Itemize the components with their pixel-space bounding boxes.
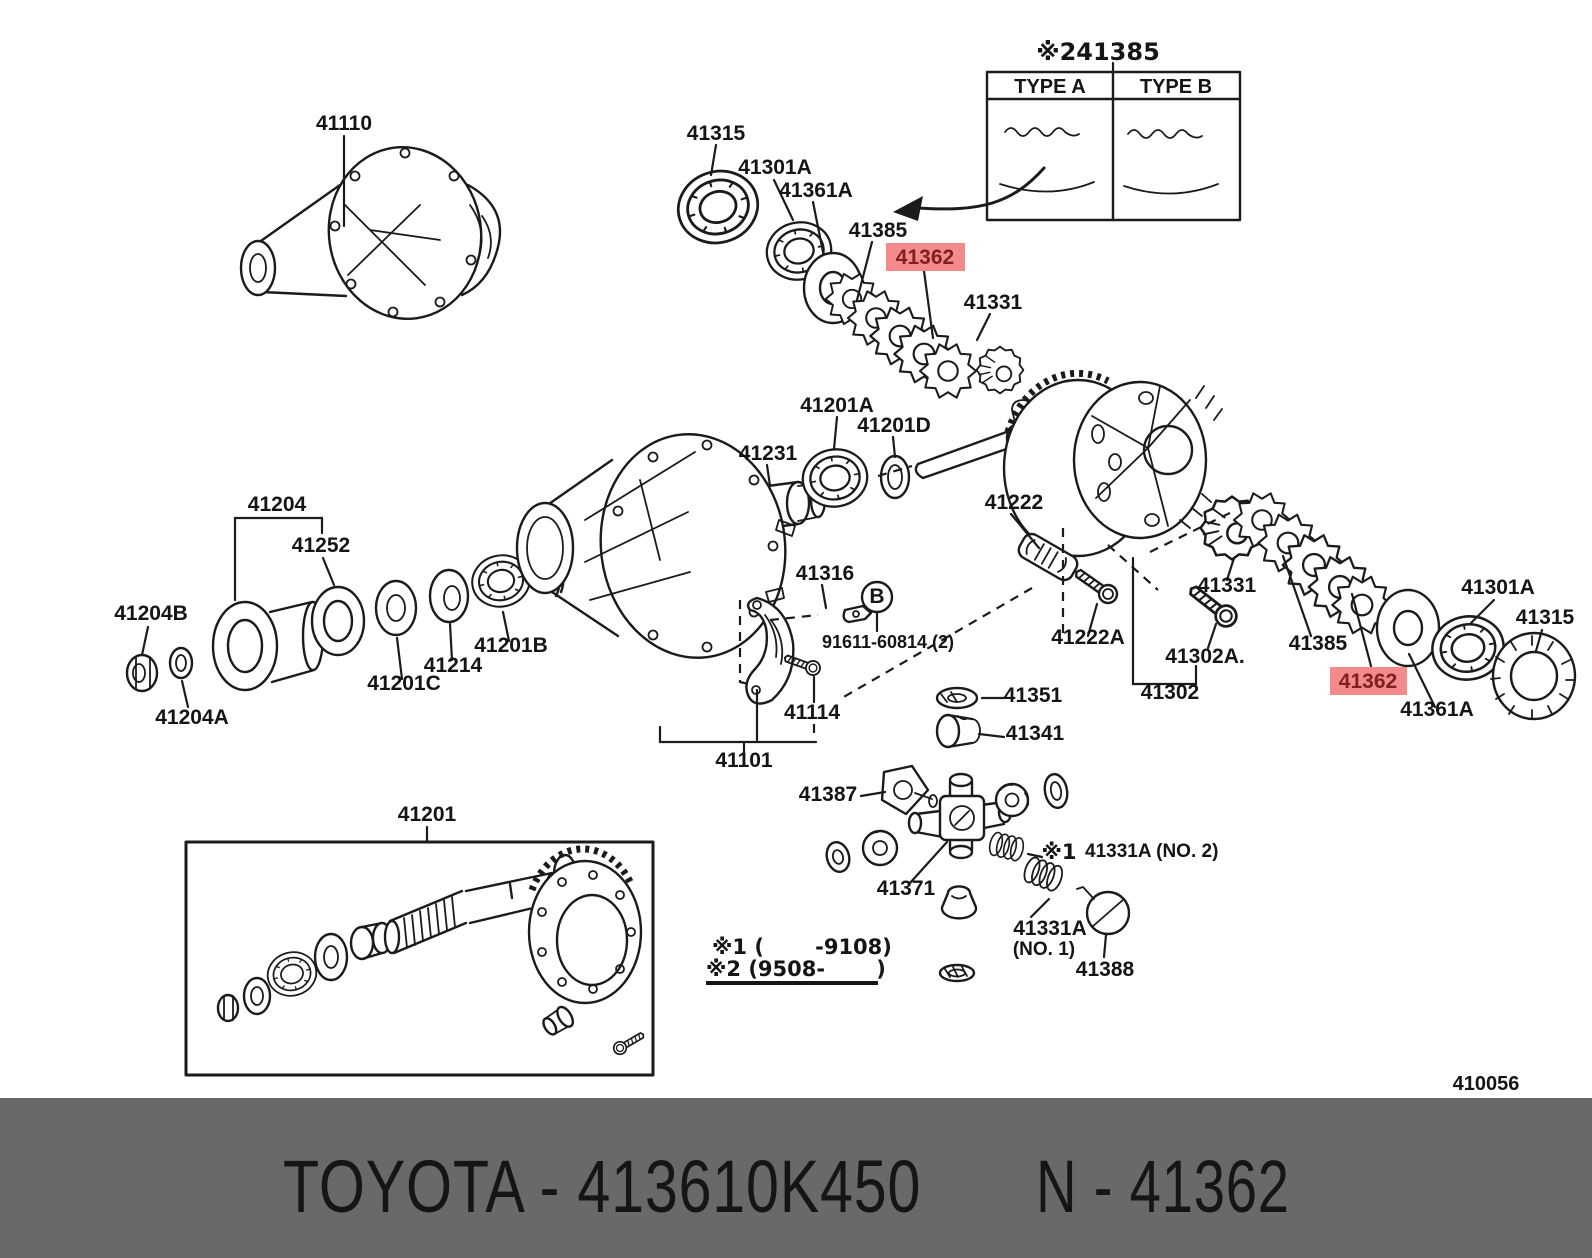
table-col-type-a: TYPE A <box>1014 76 1086 98</box>
note-line-2: ※2 (9508- ) <box>706 957 886 981</box>
pinion-kit-box-drawing <box>184 840 655 1077</box>
label-41201d: 41201D <box>857 414 931 437</box>
label-41351: 41351 <box>1004 684 1063 707</box>
label-41301a-top: 41301A <box>738 156 812 179</box>
label-41222: 41222 <box>985 491 1043 514</box>
note-line-1: ※1 ( -9108) <box>712 935 892 959</box>
label-41201: 41201 <box>398 803 457 826</box>
label-41331a-no2: 41331A (NO. 2) <box>1085 841 1218 862</box>
note-underline <box>706 981 878 985</box>
label-41214: 41214 <box>424 654 483 677</box>
label-41204a: 41204A <box>155 706 229 729</box>
label-41222a: 41222A <box>1051 626 1125 649</box>
label-star1: ※1 <box>1041 840 1076 864</box>
label-41204b: 41204B <box>114 602 188 625</box>
label-41385-right: 41385 <box>1289 632 1348 655</box>
label-41110: 41110 <box>316 112 372 135</box>
footer-bar: TOYOTA - 413610K450 N - 41362 <box>0 1098 1592 1258</box>
front-bearing-chain-drawing <box>667 159 1025 399</box>
label-41201c: 41201C <box>367 672 441 695</box>
diff-case-assembly-drawing <box>914 369 1223 558</box>
footer-reference-number: N - 41362 <box>1036 1146 1290 1228</box>
diagram-code: 410056 <box>1453 1073 1520 1095</box>
label-41114: 41114 <box>784 701 840 724</box>
carrier-41110-drawing <box>239 145 502 321</box>
label-41204: 41204 <box>248 493 307 516</box>
label-41201a: 41201A <box>800 394 874 417</box>
label-91611-60814: 91611-60814 (2) <box>822 632 954 652</box>
label-41331a-no1-line1: 41331A <box>1013 917 1087 940</box>
label-41361a-top: 41361A <box>779 179 853 202</box>
label-41362-right-highlighted: 41362 <box>1339 670 1397 693</box>
table-col-type-b: TYPE B <box>1140 76 1212 98</box>
highlight-box-41362-top <box>886 243 965 271</box>
label-41388: 41388 <box>1076 958 1135 981</box>
label-41385-top: 41385 <box>849 219 908 242</box>
label-41331-top: 41331 <box>964 291 1023 314</box>
label-41371: 41371 <box>877 877 936 900</box>
ujoint-cluster-drawing <box>825 686 1131 983</box>
label-41316: 41316 <box>796 562 854 585</box>
pointer-arrow <box>893 166 1046 221</box>
label-41231: 41231 <box>739 442 798 465</box>
bolt-41222a-drawing <box>1070 563 1122 608</box>
label-41315-top: 41315 <box>687 122 746 145</box>
badge-b-label: B <box>869 585 884 608</box>
variant-table <box>985 61 1242 222</box>
label-41201b: 41201B <box>474 634 548 657</box>
highlight-box-41362-right <box>1330 667 1407 695</box>
label-41252: 41252 <box>292 534 350 557</box>
leader-lines <box>140 134 1544 959</box>
companion-flange-cluster-drawing <box>125 546 565 693</box>
footer-part-number: TOYOTA - 413610K450 <box>283 1146 921 1229</box>
label-41362-top-highlighted: 41362 <box>896 246 954 269</box>
label-41387: 41387 <box>799 783 857 806</box>
label-41331-mid: 41331 <box>1198 574 1257 597</box>
label-41341: 41341 <box>1006 722 1065 745</box>
label-41315-right: 41315 <box>1516 606 1575 629</box>
label-41301a-right: 41301A <box>1461 576 1535 599</box>
label-41361a-right: 41361A <box>1400 698 1474 721</box>
label-41101: 41101 <box>715 749 773 772</box>
clamp-41316-drawing <box>842 604 873 624</box>
label-41331a-no1-line2: (NO. 1) <box>1013 939 1075 960</box>
table-title: ※241385 <box>1036 38 1160 66</box>
label-41302a: 41302A. <box>1165 645 1244 668</box>
rear-spacer-chain-drawing <box>1199 492 1577 721</box>
label-41302: 41302 <box>1141 681 1199 704</box>
